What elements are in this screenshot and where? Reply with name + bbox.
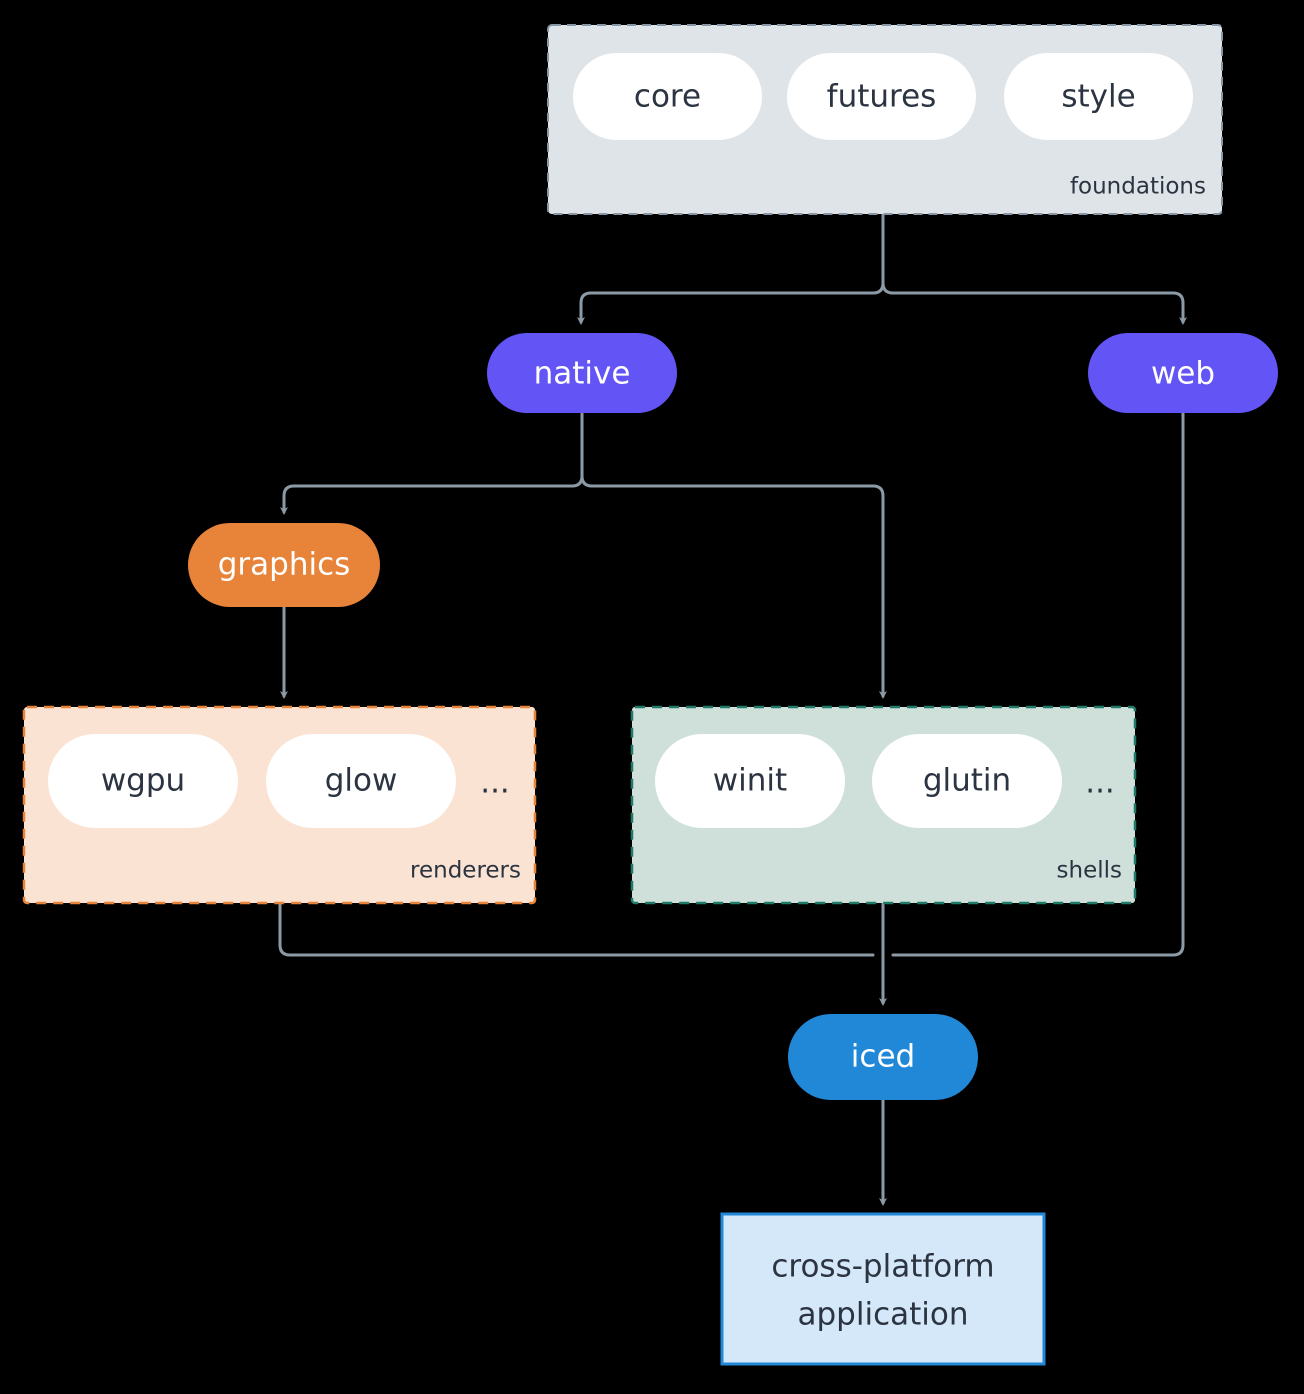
edge-layer xyxy=(278,212,1187,1206)
pill-style[interactable] xyxy=(1004,53,1193,140)
node-native-label: native xyxy=(534,356,631,392)
shells-ellipsis: ... xyxy=(1085,765,1115,801)
pill-style-label: style xyxy=(1061,79,1135,115)
node-native[interactable]: native xyxy=(487,333,677,413)
node-graphics-label: graphics xyxy=(218,547,351,583)
pill-core-label: core xyxy=(634,79,701,115)
edge-native-to-graphics xyxy=(280,474,584,515)
node-iced-label: iced xyxy=(851,1039,915,1075)
node-application-label-line-2: application xyxy=(798,1297,969,1333)
pill-glutin[interactable] xyxy=(872,734,1062,828)
pill-core[interactable] xyxy=(573,53,762,140)
cluster-renderers-label: renderers xyxy=(410,858,521,884)
pill-glutin-label: glutin xyxy=(923,763,1011,799)
cluster-foundations-label: foundations xyxy=(1070,174,1206,200)
pill-wgpu-label: wgpu xyxy=(101,763,185,799)
pill-glow[interactable] xyxy=(266,734,456,828)
cluster-shells: winit glutin ... shells xyxy=(630,705,1137,905)
node-web-label: web xyxy=(1151,356,1215,392)
edge-renderers-to-iced xyxy=(278,901,875,957)
edge-foundations-to-native xyxy=(577,281,885,325)
pill-futures[interactable] xyxy=(787,53,976,140)
node-graphics-shape[interactable] xyxy=(188,523,380,607)
pill-winit-label: winit xyxy=(713,763,787,799)
node-graphics[interactable]: graphics xyxy=(188,523,380,607)
pill-wgpu[interactable] xyxy=(48,734,238,828)
cluster-foundations: core futures style foundations xyxy=(547,24,1223,215)
node-web[interactable]: web xyxy=(1088,333,1278,413)
node-iced[interactable]: iced xyxy=(788,1014,978,1100)
node-web-shape[interactable] xyxy=(1088,333,1278,413)
cluster-renderers: wgpu glow ... renderers xyxy=(22,705,537,905)
node-application-label-line-1: cross-platform xyxy=(771,1249,994,1285)
edge-native-to-shells xyxy=(580,474,887,699)
node-iced-shape[interactable] xyxy=(788,1014,978,1100)
cluster-shells-label: shells xyxy=(1057,858,1122,884)
edge-web-to-iced xyxy=(891,411,1185,957)
node-application-shape[interactable] xyxy=(720,1212,1046,1366)
pill-glow-label: glow xyxy=(325,763,398,799)
node-cross-platform-application[interactable]: cross-platform application xyxy=(720,1212,1046,1366)
renderers-ellipsis: ... xyxy=(480,765,510,801)
edge-foundations-to-web xyxy=(881,281,1187,325)
pill-winit[interactable] xyxy=(655,734,845,828)
node-native-shape[interactable] xyxy=(487,333,677,413)
pill-futures-label: futures xyxy=(827,79,937,115)
